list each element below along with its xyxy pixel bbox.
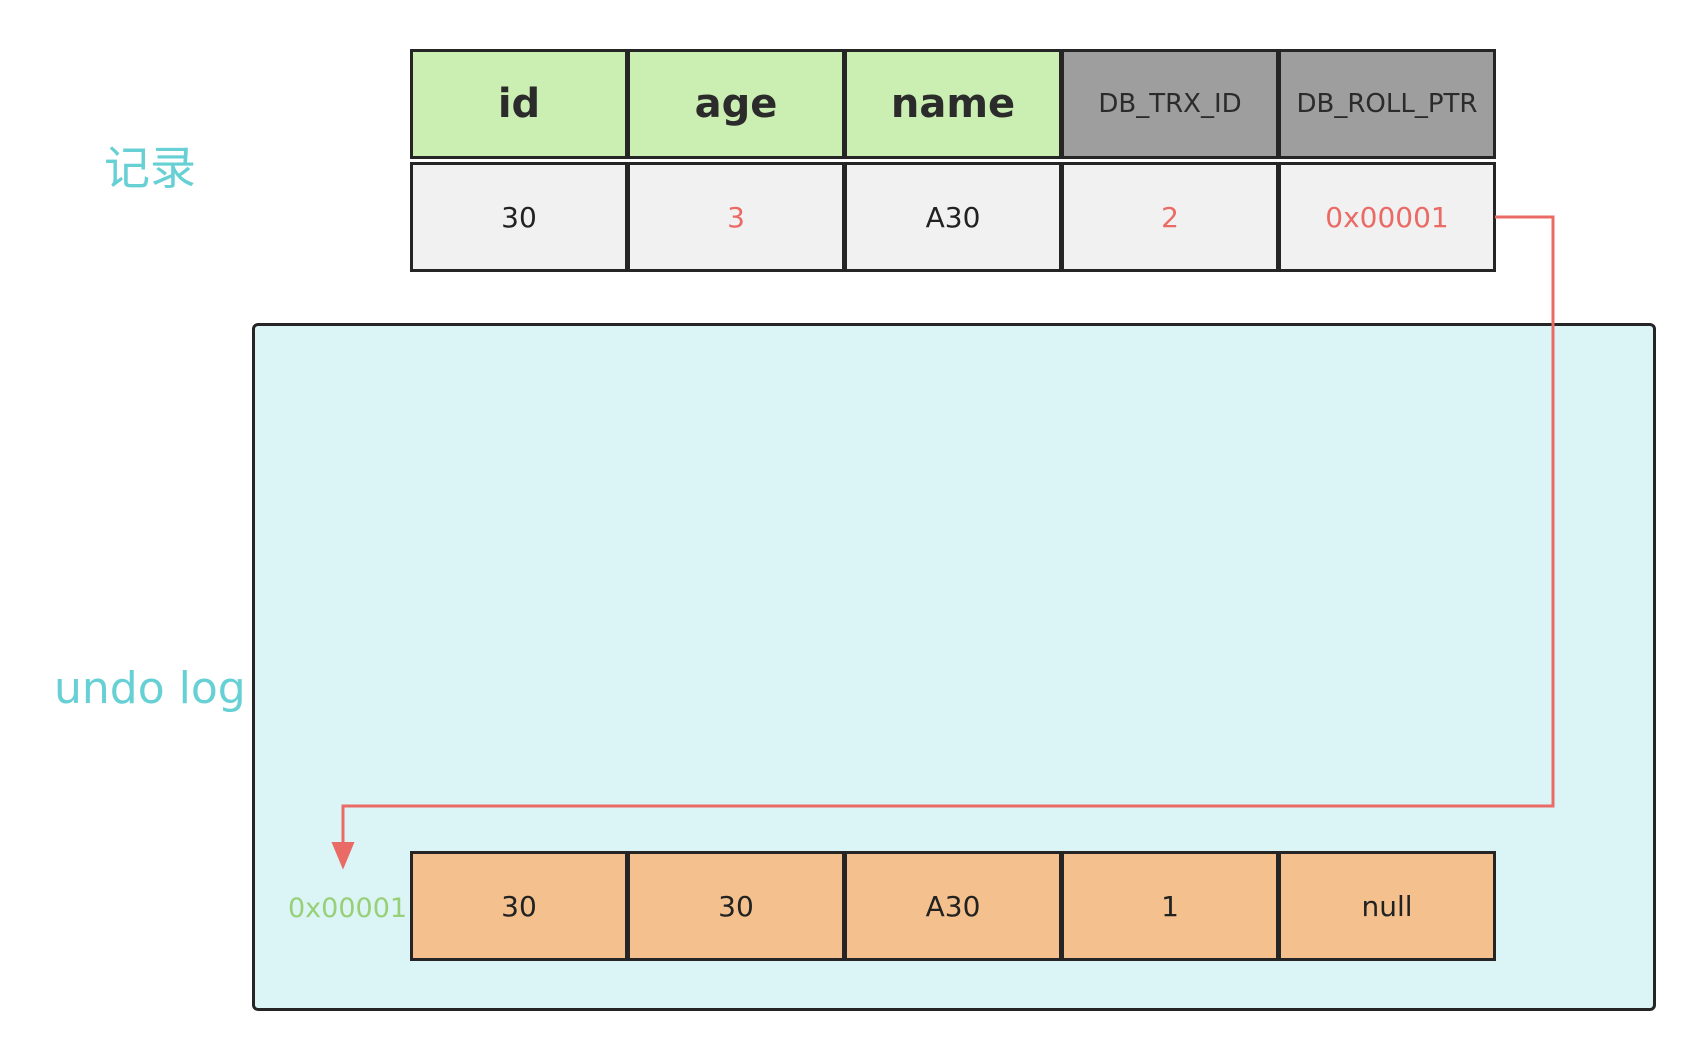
undo-cell-name: A30 <box>844 851 1062 961</box>
roll-pointer-arrowhead <box>331 842 355 870</box>
record-cell-name: A30 <box>844 162 1062 272</box>
record-cell-db-trx-id: 2 <box>1061 162 1279 272</box>
undo-cell-db-roll-ptr: null <box>1278 851 1496 961</box>
undo-address-label: 0x00001 <box>288 893 408 924</box>
undo-log-label: undo log <box>54 663 246 714</box>
record-cell-id: 30 <box>410 162 628 272</box>
record-label: 记录 <box>104 141 196 195</box>
record-cell-age: 3 <box>627 162 845 272</box>
header-cell-db-trx-id: DB_TRX_ID <box>1061 49 1279 159</box>
roll-pointer-line <box>341 215 1555 852</box>
header-cell-age: age <box>627 49 845 159</box>
undo-cell-age: 30 <box>627 851 845 961</box>
header-cell-id: id <box>410 49 628 159</box>
header-cell-name: name <box>844 49 1062 159</box>
header-cell-db-roll-ptr: DB_ROLL_PTR <box>1278 49 1496 159</box>
undo-cell-id: 30 <box>410 851 628 961</box>
undo-cell-db-trx-id: 1 <box>1061 851 1279 961</box>
record-cell-db-roll-ptr: 0x00001 <box>1278 162 1496 272</box>
